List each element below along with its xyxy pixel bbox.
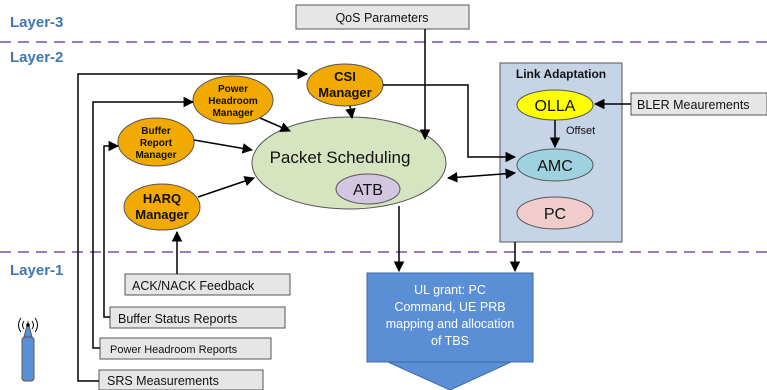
qos-parameters-label: QoS Parameters	[335, 11, 428, 25]
srs-measurements-box	[98, 369, 264, 390]
csi-manager-line1: CSI	[334, 69, 356, 84]
csi-manager-line2: Manager	[318, 85, 371, 100]
power-headroom-manager-line3: Manager	[212, 108, 253, 119]
pc-label: PC	[544, 206, 566, 223]
layer2-label: Layer-2	[10, 49, 63, 66]
ul-grant-line2: Command, UE PRB	[394, 300, 505, 314]
buffer-status-label: Buffer Status Reports	[118, 312, 237, 326]
olla-label: OLLA	[535, 98, 576, 115]
atb-node	[335, 173, 401, 205]
offset-label: Offset	[566, 125, 595, 137]
layer3-label: Layer-3	[10, 14, 63, 31]
antenna-icon	[18, 317, 38, 382]
power-headroom-reports-label: Power Headroom Reports	[110, 344, 238, 356]
ul-grant-line4: of TBS	[431, 334, 469, 348]
ack-nack-box	[124, 273, 291, 296]
layer1-label: Layer-1	[10, 262, 63, 279]
harq-manager-node	[123, 183, 201, 231]
atb-label: ATB	[353, 182, 383, 199]
packet-scheduling-label: Packet Scheduling	[270, 148, 411, 167]
power-headroom-manager-line2: Headroom	[208, 96, 258, 107]
amc-label: AMC	[537, 158, 573, 175]
ack-nack-label: ACK/NACK Feedback	[132, 279, 255, 293]
harq-manager-line2: Manager	[135, 207, 188, 222]
power-headroom-manager-line1: Power	[218, 84, 248, 95]
ul-grant-box	[366, 272, 534, 363]
amc-node	[516, 148, 594, 182]
srs-measurements-label: SRS Measurements	[107, 374, 219, 388]
buffer-report-manager-line1: Buffer	[141, 126, 171, 137]
ul-grant-line1: UL grant: PC	[414, 283, 486, 297]
pc-node	[516, 196, 594, 230]
link-adaptation-title: Link Adaptation	[516, 67, 606, 81]
ul-grant-down-arrow	[387, 361, 512, 390]
ul-grant-line3: mapping and allocation	[386, 317, 515, 331]
bler-measurements-label: BLER Meaurements	[637, 98, 750, 112]
qos-parameters-box	[295, 4, 470, 30]
buffer-report-manager-line2: Report	[140, 138, 173, 149]
connectors	[77, 29, 631, 382]
buffer-report-manager-line3: Manager	[135, 150, 176, 161]
harq-manager-line1: HARQ	[143, 191, 181, 206]
